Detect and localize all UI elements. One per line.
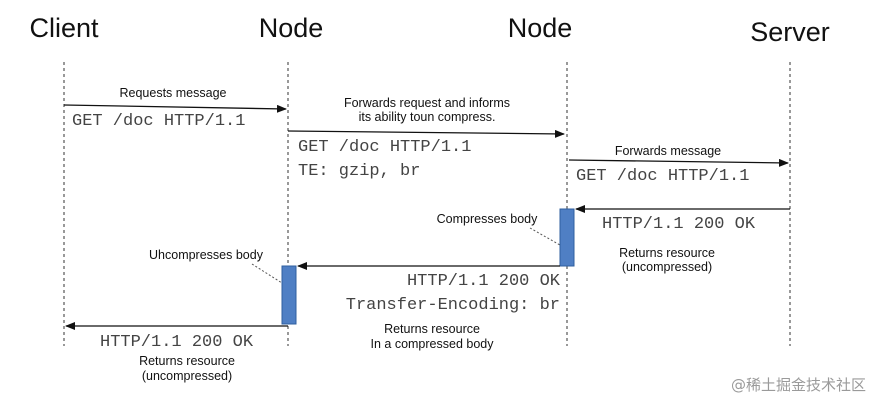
note-compresses-body: Compresses body: [437, 212, 538, 226]
note-compress-leader: [529, 227, 561, 246]
message-5-code-line1: HTTP/1.1 200 OK: [407, 272, 561, 291]
message-2-label-line1: Forwards request and informs: [344, 96, 510, 110]
message-5-label-line1: Returns resource: [384, 322, 480, 336]
activation-node-1: [281, 265, 297, 325]
note-uncompress-leader: [251, 263, 283, 284]
message-5-label-line2: In a compressed body: [371, 337, 495, 351]
watermark: @稀土掘金技术社区: [731, 376, 866, 394]
message-1-label: Requests message: [119, 86, 226, 100]
message-6-code: HTTP/1.1 200 OK: [100, 333, 254, 352]
message-2-code-line2: TE: gzip, br: [298, 162, 420, 181]
actor-server: Server: [750, 17, 830, 47]
actor-node-2: Node: [508, 13, 573, 43]
message-6-label-line2: (uncompressed): [142, 369, 232, 383]
message-1-code: GET /doc HTTP/1.1: [72, 112, 245, 131]
message-4-label-line1: Returns resource: [619, 246, 715, 260]
message-4-label-line2: (uncompressed): [622, 260, 712, 274]
actor-node-1: Node: [259, 13, 324, 43]
note-uncompresses-body: Uhcompresses body: [149, 248, 264, 262]
message-3-label: Forwards message: [615, 144, 721, 158]
message-2-code-line1: GET /doc HTTP/1.1: [298, 138, 471, 157]
message-6-label-line1: Returns resource: [139, 354, 235, 368]
message-2-arrow: [287, 129, 565, 138]
actor-client: Client: [29, 13, 99, 43]
message-3-arrow: [568, 158, 789, 167]
message-2-label-line2: its ability toun compress.: [359, 110, 496, 124]
message-5-code-line2: Transfer-Encoding: br: [346, 296, 560, 315]
message-3-code: GET /doc HTTP/1.1: [576, 167, 749, 186]
message-4-code: HTTP/1.1 200 OK: [602, 215, 756, 234]
message-1-arrow: [63, 104, 287, 113]
activation-node-2: [559, 208, 575, 267]
